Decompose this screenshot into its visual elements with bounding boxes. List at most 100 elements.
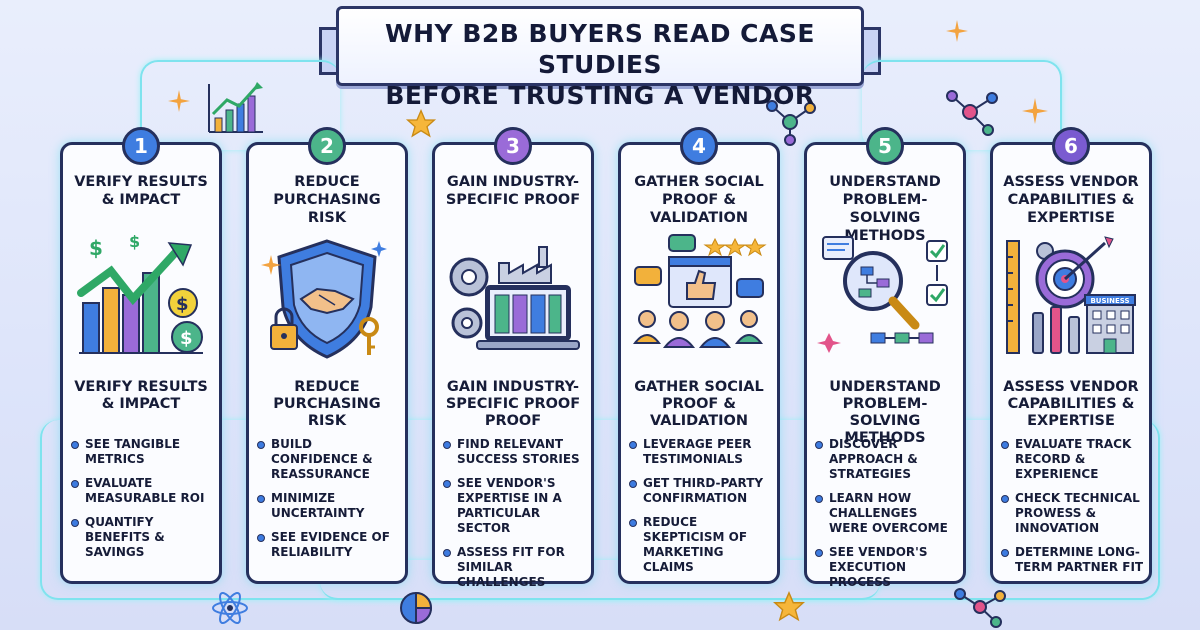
social-proof-icon bbox=[632, 234, 767, 348]
svg-text:$: $ bbox=[89, 236, 103, 260]
list-item-text: FIND RELEVANT SUCCESS STORIES bbox=[457, 437, 580, 466]
list-item: GET THIRD-PARTY CONFIRMATION bbox=[629, 476, 773, 506]
bullet-list: EVALUATE TRACK RECORD & EXPERIENCE CHECK… bbox=[1001, 437, 1145, 584]
list-item-text: LEVERAGE PEER TESTIMONIALS bbox=[643, 437, 752, 466]
list-item: DETERMINE LONG-TERM PARTNER FIT bbox=[1001, 545, 1145, 575]
network-nodes-icon bbox=[946, 90, 998, 136]
list-item: DISCOVER APPROACH & STRATEGIES bbox=[815, 437, 959, 482]
title-line-1: WHY B2B BUYERS READ CASE STUDIES bbox=[385, 19, 815, 79]
bullet-dot-icon bbox=[443, 549, 451, 557]
sparkle-icon bbox=[946, 20, 968, 42]
card-subheading: VERIFY RESULTS & IMPACT bbox=[74, 379, 208, 412]
card-reduce-risk: 2 REDUCE PURCHASING RISK REDUCE PURCHASI… bbox=[246, 127, 408, 584]
list-item-text: DETERMINE LONG-TERM PARTNER FIT bbox=[1015, 545, 1144, 574]
list-item-text: GET THIRD-PARTY CONFIRMATION bbox=[643, 476, 764, 505]
list-item: CHECK TECHNICAL PROWESS & INNOVATION bbox=[1001, 491, 1145, 536]
list-item: EVALUATE MEASURABLE ROI bbox=[71, 476, 215, 506]
bullet-list: DISCOVER APPROACH & STRATEGIES LEARN HOW… bbox=[815, 437, 959, 599]
list-item-text: EVALUATE MEASURABLE ROI bbox=[85, 476, 205, 505]
magnifier-flowchart-icon bbox=[817, 236, 948, 353]
target-business-icon: BUSINESS bbox=[1006, 236, 1136, 354]
card-heading: GAIN INDUSTRY-SPECIFIC PROOF bbox=[445, 174, 581, 208]
bullet-dot-icon bbox=[257, 534, 265, 542]
atom-icon bbox=[212, 591, 248, 625]
business-sign-label: BUSINESS bbox=[1090, 297, 1129, 305]
bullet-dot-icon bbox=[1001, 495, 1009, 503]
title-line-2: BEFORE TRUSTING A VENDOR bbox=[385, 81, 815, 110]
bullet-dot-icon bbox=[629, 519, 637, 527]
star-icon bbox=[405, 108, 437, 138]
list-item: SEE VENDOR'S EXECUTION PROCESS bbox=[815, 545, 959, 590]
list-item-text: DISCOVER APPROACH & STRATEGIES bbox=[829, 437, 918, 481]
svg-text:$: $ bbox=[176, 294, 189, 315]
svg-text:$: $ bbox=[180, 328, 193, 349]
background-circuit-line bbox=[320, 560, 880, 600]
card-heading: VERIFY RESULTS & IMPACT bbox=[74, 174, 208, 208]
bullet-dot-icon bbox=[257, 495, 265, 503]
list-item-text: SEE VENDOR'S EXPERTISE IN A PARTICULAR S… bbox=[457, 476, 562, 535]
step-number-badge: 3 bbox=[494, 127, 532, 165]
bullet-dot-icon bbox=[71, 480, 79, 488]
card-subheading: UNDERSTAND PROBLEM-SOLVING METHODS bbox=[829, 379, 941, 446]
step-number-badge: 4 bbox=[680, 127, 718, 165]
bullet-dot-icon bbox=[443, 480, 451, 488]
list-item: MINIMIZE UNCERTAINTY bbox=[257, 491, 401, 521]
pie-chart-icon bbox=[400, 591, 433, 625]
bullet-list: LEVERAGE PEER TESTIMONIALS GET THIRD-PAR… bbox=[629, 437, 773, 584]
shield-handshake-icon bbox=[261, 239, 387, 359]
growth-chart-icon bbox=[208, 82, 263, 133]
step-number-badge: 2 bbox=[308, 127, 346, 165]
card-social-proof: 4 GATHER SOCIAL PROOF & VALIDATION GATHE… bbox=[618, 127, 780, 584]
bullet-dot-icon bbox=[257, 441, 265, 449]
factory-gears-icon bbox=[449, 246, 580, 350]
background-circuit-line bbox=[140, 60, 340, 150]
list-item-text: CHECK TECHNICAL PROWESS & INNOVATION bbox=[1015, 491, 1140, 535]
growth-chart-money-icon: $ $ $ $ bbox=[77, 233, 203, 354]
list-item: BUILD CONFIDENCE & REASSURANCE bbox=[257, 437, 401, 482]
bullet-dot-icon bbox=[815, 441, 823, 449]
list-item: LEARN HOW CHALLENGES WERE OVERCOME bbox=[815, 491, 959, 536]
network-nodes-icon bbox=[954, 588, 1006, 628]
background-circuit-line bbox=[862, 60, 1062, 150]
list-item-text: MINIMIZE UNCERTAINTY bbox=[271, 491, 365, 520]
list-item-text: BUILD CONFIDENCE & REASSURANCE bbox=[271, 437, 373, 481]
bullet-dot-icon bbox=[443, 441, 451, 449]
bullet-dot-icon bbox=[1001, 441, 1009, 449]
list-item-text: SEE VENDOR'S EXECUTION PROCESS bbox=[829, 545, 928, 589]
list-item-text: SEE TANGIBLE METRICS bbox=[85, 437, 181, 466]
card-subheading: REDUCE PURCHASING RISK bbox=[273, 379, 381, 429]
star-icon bbox=[773, 591, 805, 622]
bullet-list: BUILD CONFIDENCE & REASSURANCE MINIMIZE … bbox=[257, 437, 401, 569]
bullet-dot-icon bbox=[629, 480, 637, 488]
bullet-dot-icon bbox=[1001, 549, 1009, 557]
network-nodes-icon bbox=[766, 100, 816, 146]
card-vendor-capabilities: 6 ASSESS VENDOR CAPABILITIES & EXPERTISE… bbox=[990, 127, 1152, 584]
list-item-text: LEARN HOW CHALLENGES WERE OVERCOME bbox=[829, 491, 948, 535]
svg-text:$: $ bbox=[129, 233, 140, 251]
card-heading: GATHER SOCIAL PROOF & VALIDATION bbox=[634, 174, 764, 226]
list-item: LEVERAGE PEER TESTIMONIALS bbox=[629, 437, 773, 467]
card-subheading: ASSESS VENDOR CAPABILITIES & EXPERTISE bbox=[1003, 379, 1139, 429]
list-item: EVALUATE TRACK RECORD & EXPERIENCE bbox=[1001, 437, 1145, 482]
sparkle-icon bbox=[168, 90, 190, 112]
step-number-badge: 6 bbox=[1052, 127, 1090, 165]
list-item: SEE VENDOR'S EXPERTISE IN A PARTICULAR S… bbox=[443, 476, 587, 536]
list-item: SEE EVIDENCE OF RELIABILITY bbox=[257, 530, 401, 560]
bullet-dot-icon bbox=[815, 549, 823, 557]
card-problem-solving: 5 UNDERSTAND PROBLEM-SOLVING METHODS UND… bbox=[804, 127, 966, 589]
step-number-badge: 1 bbox=[122, 127, 160, 165]
card-industry-proof: 3 GAIN INDUSTRY-SPECIFIC PROOF GAIN INDU… bbox=[432, 127, 594, 589]
list-item: FIND RELEVANT SUCCESS STORIES bbox=[443, 437, 587, 467]
title-banner: WHY B2B BUYERS READ CASE STUDIES BEFORE … bbox=[319, 6, 881, 110]
card-verify-results: 1 VERIFY RESULTS & IMPACT $ $ $ $ VERIFY… bbox=[60, 127, 222, 584]
bullet-dot-icon bbox=[629, 441, 637, 449]
bullet-list: SEE TANGIBLE METRICS EVALUATE MEASURABLE… bbox=[71, 437, 215, 569]
bullet-dot-icon bbox=[71, 441, 79, 449]
list-item: SEE TANGIBLE METRICS bbox=[71, 437, 215, 467]
list-item-text: QUANTIFY BENEFITS & SAVINGS bbox=[85, 515, 165, 559]
card-heading: UNDERSTAND PROBLEM-SOLVING METHODS bbox=[829, 174, 941, 244]
list-item-text: REDUCE SKEPTICISM OF MARKETING CLAIMS bbox=[643, 515, 748, 574]
sparkle-icon bbox=[1022, 98, 1048, 124]
list-item-text: EVALUATE TRACK RECORD & EXPERIENCE bbox=[1015, 437, 1132, 481]
list-item: REDUCE SKEPTICISM OF MARKETING CLAIMS bbox=[629, 515, 773, 575]
